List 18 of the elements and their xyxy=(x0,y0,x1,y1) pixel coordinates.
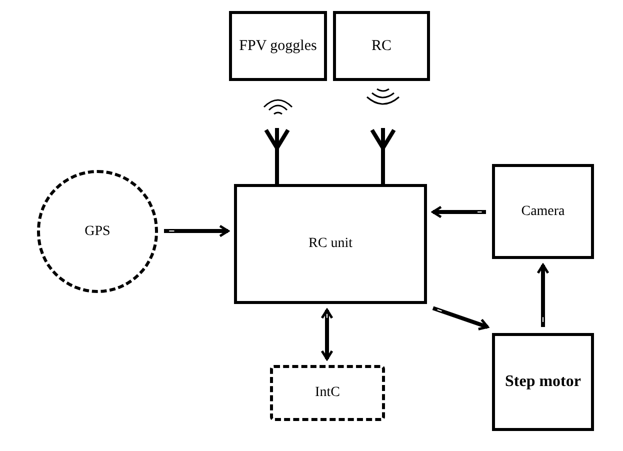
node-label: RC xyxy=(370,36,392,56)
double-line-arrow xyxy=(536,264,550,328)
node-label: IntC xyxy=(314,384,341,402)
double-line-arrow xyxy=(320,308,334,360)
node-label: FPV goggles xyxy=(238,36,318,56)
dashed-box xyxy=(270,365,385,421)
double-line-arrow xyxy=(164,224,230,238)
unit-box xyxy=(234,184,427,304)
device-box xyxy=(333,11,430,81)
device-box xyxy=(492,333,594,431)
node-label: GPS xyxy=(84,222,112,240)
node-label: Camera xyxy=(520,202,566,220)
double-line-arrow xyxy=(432,206,486,218)
device-box xyxy=(229,11,327,81)
device-box xyxy=(492,164,594,259)
double-line-arrow xyxy=(432,306,489,330)
node-label: Step motor xyxy=(504,372,582,392)
node-label: RC unit xyxy=(308,235,354,253)
